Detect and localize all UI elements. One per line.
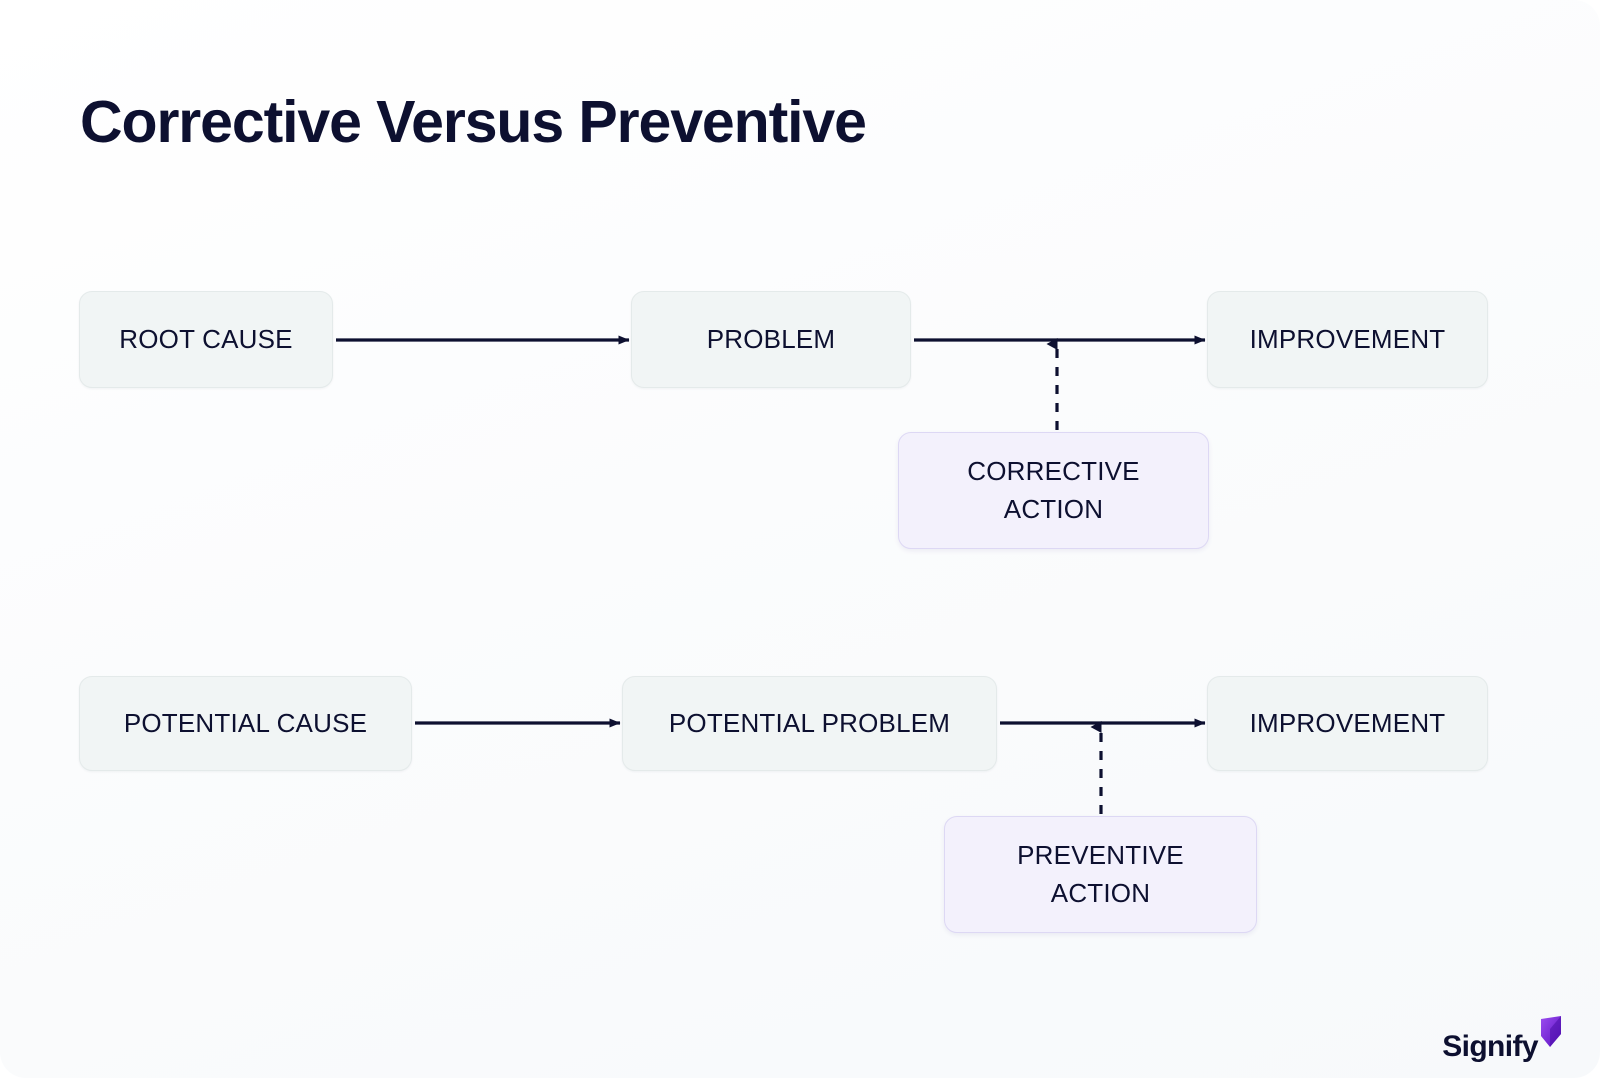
signify-wordmark: Signify <box>1442 1030 1538 1063</box>
node-label: PREVENTIVE ACTION <box>1017 839 1184 908</box>
node-root-cause[interactable]: ROOT CAUSE <box>79 291 333 388</box>
node-label: PROBLEM <box>706 323 836 354</box>
node-label: POTENTIAL PROBLEM <box>668 707 951 738</box>
signify-mark-icon <box>1541 1016 1561 1047</box>
page-title: Corrective Versus Preventive <box>80 89 867 155</box>
node-improvement-corrective[interactable]: IMPROVEMENT <box>1207 291 1488 388</box>
node-potential-cause[interactable]: POTENTIAL CAUSE <box>79 676 412 771</box>
node-label: CORRECTIVE ACTION <box>967 455 1140 524</box>
node-corrective-action[interactable]: CORRECTIVE ACTION <box>898 432 1209 549</box>
signify-logo: Signify <box>1442 1016 1564 1062</box>
node-preventive-action[interactable]: PREVENTIVE ACTION <box>944 816 1257 933</box>
node-label: ROOT CAUSE <box>119 323 293 354</box>
node-problem[interactable]: PROBLEM <box>631 291 911 388</box>
node-label: IMPROVEMENT <box>1249 707 1446 738</box>
node-label: POTENTIAL CAUSE <box>123 707 368 738</box>
node-improvement-preventive[interactable]: IMPROVEMENT <box>1207 676 1488 771</box>
node-potential-problem[interactable]: POTENTIAL PROBLEM <box>622 676 997 771</box>
node-label: IMPROVEMENT <box>1249 323 1446 354</box>
